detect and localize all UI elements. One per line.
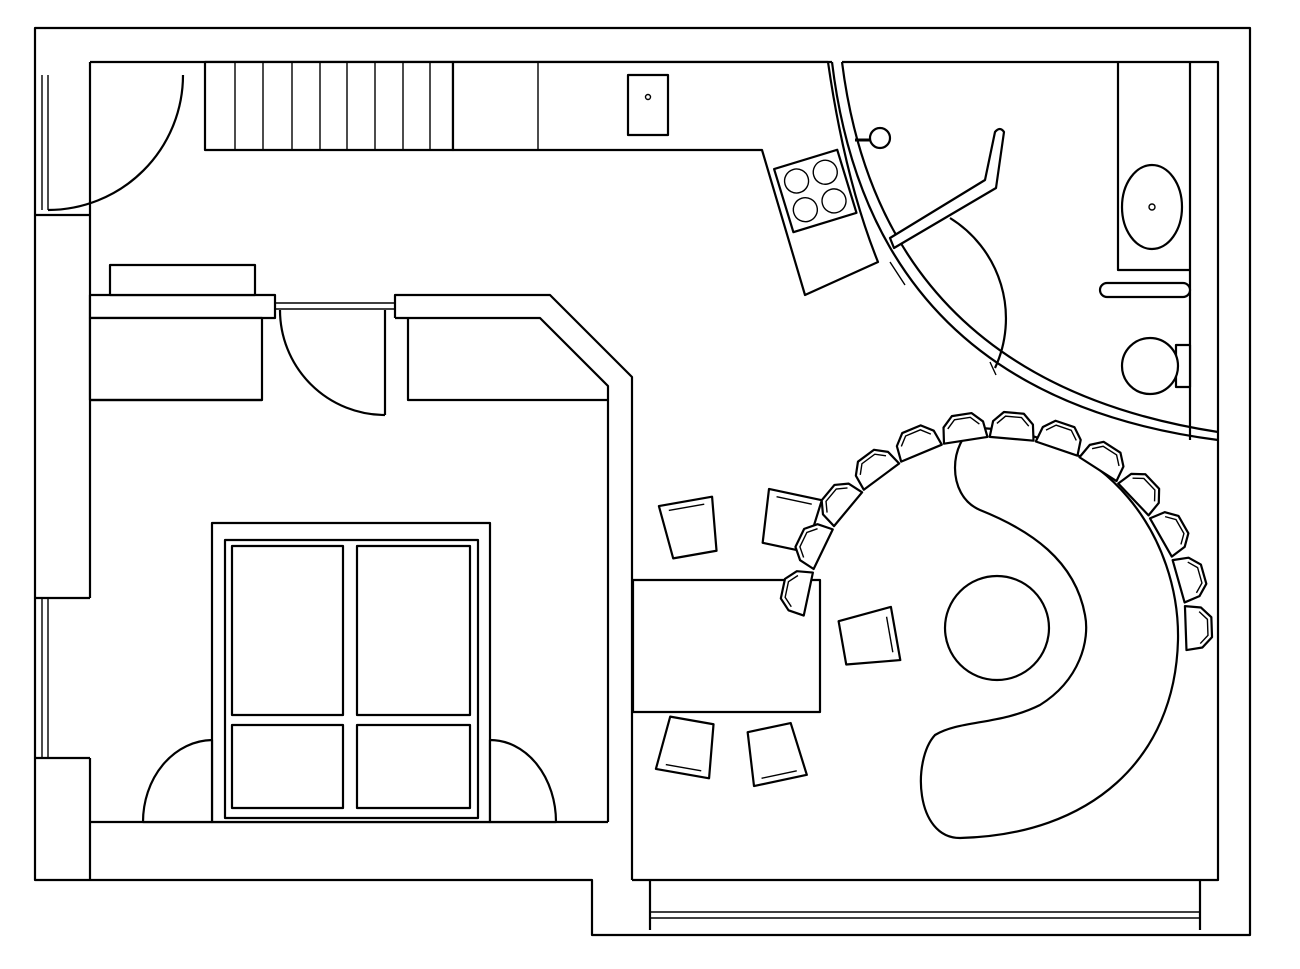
nightstand-right [488,738,558,824]
stove [772,148,858,234]
bench-seat [895,424,943,463]
sink [626,73,670,137]
bench-seat [942,411,989,445]
entrance-door[interactable] [41,74,185,212]
nightstand-left [141,738,214,824]
bench-seat [794,523,834,571]
living-room-window [648,880,1202,930]
closet-left [88,316,264,402]
shower-head [855,126,892,150]
shelf [108,263,257,297]
dining-chair [657,495,718,560]
bench-seat [1183,604,1214,652]
dining-chair [654,715,715,780]
round-coffee-table [943,574,1051,682]
dining-chairs [654,487,902,788]
bench-seat [988,410,1035,442]
bench-seat [820,482,864,528]
bench-seats [779,410,1214,652]
closet-right [406,318,608,402]
bathtub [1098,62,1192,440]
towel-rail [888,127,1006,250]
curved-bench [919,426,1180,840]
bench-seat [1078,440,1125,483]
bench-seat [1148,511,1190,558]
staircase [203,60,455,152]
bench-seat [854,448,901,491]
bedroom-window [41,598,49,758]
kitchen-counter [451,60,880,297]
bench-seat [1034,419,1082,457]
exterior-wall-outer [33,26,1252,937]
bathroom-door[interactable] [949,217,1008,369]
bed [210,521,492,824]
dining-chair [837,605,902,666]
dining-chair [746,721,808,788]
bedroom-door[interactable] [278,309,387,417]
bathroom-curved-wall [830,61,1219,442]
bench-seat [779,570,814,617]
bench-seat [1171,556,1208,604]
exterior-wall-inner-right [632,60,1220,882]
toilet [1120,336,1192,396]
bedroom-walls [88,263,634,880]
bench-seat [1117,472,1161,517]
